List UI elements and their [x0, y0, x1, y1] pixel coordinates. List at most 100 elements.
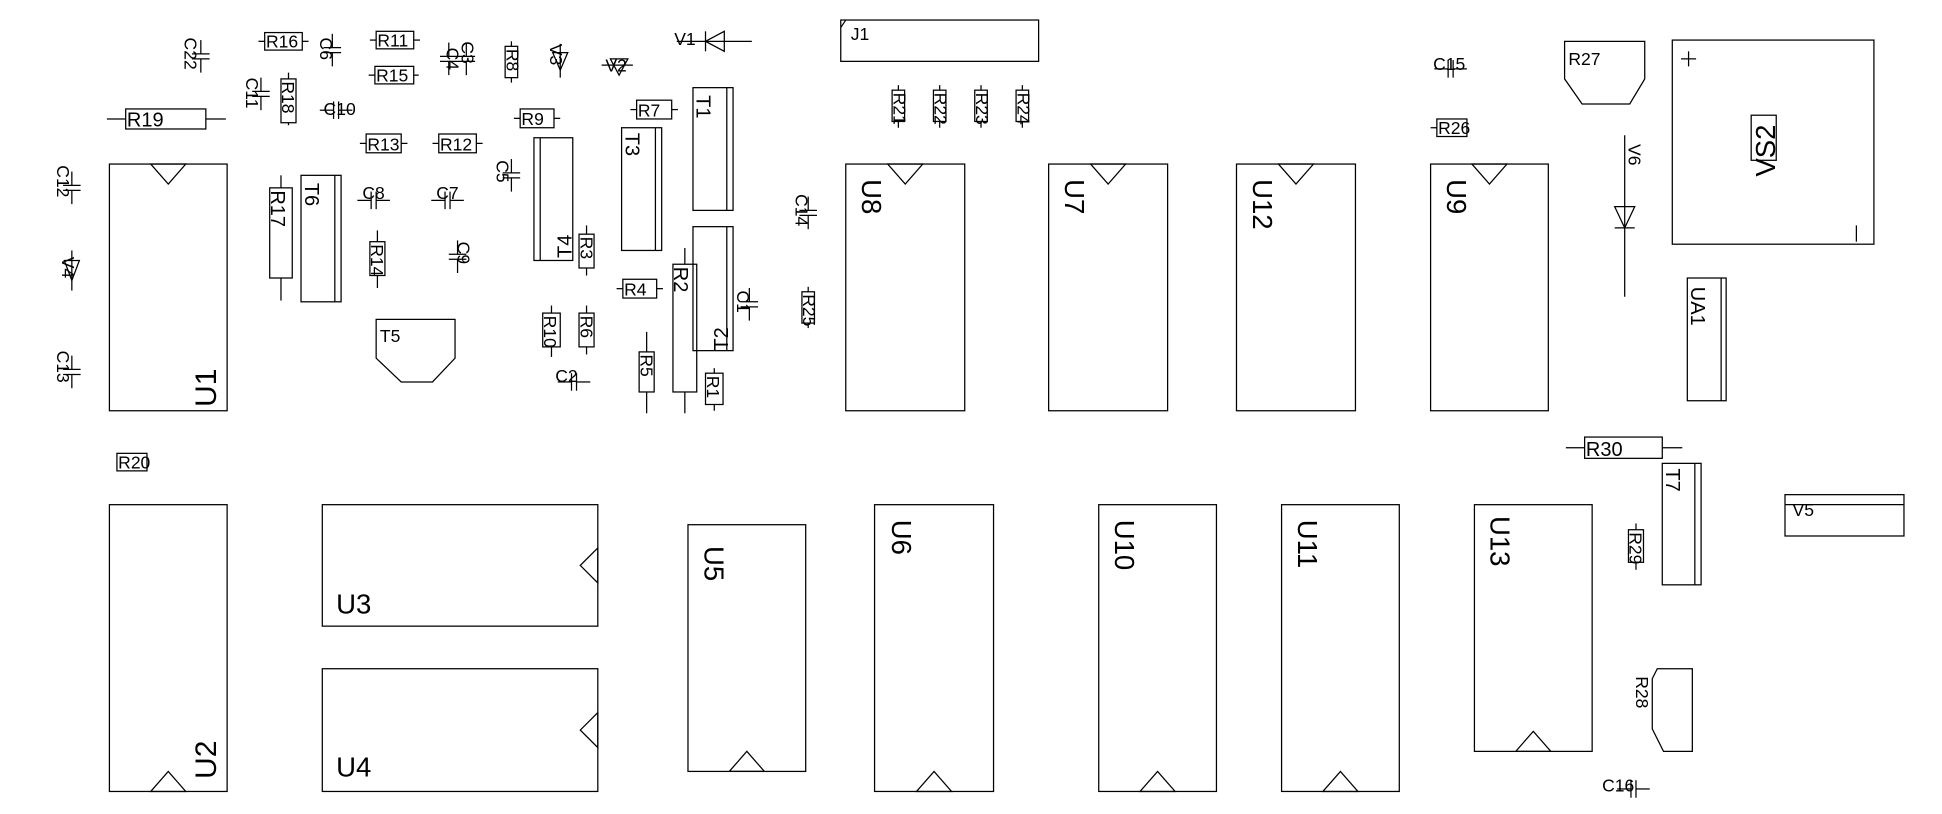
component-c7[interactable]: C7 — [431, 183, 464, 210]
component-j1[interactable]: J1 — [840, 19, 1040, 62]
component-u6[interactable]: U6 — [873, 504, 995, 793]
component-u10[interactable]: U10 — [1098, 504, 1218, 793]
component-v4[interactable]: V4 — [58, 250, 81, 291]
designator-label: R4 — [624, 280, 647, 300]
component-vs2[interactable]: VS2 — [1671, 39, 1875, 245]
component-u12[interactable]: U12 — [1235, 163, 1357, 412]
component-t2[interactable]: T2 — [692, 226, 734, 352]
designator-label: R6 — [576, 316, 596, 338]
designator-label: C14 — [792, 194, 812, 226]
component-r5[interactable]: R5 — [636, 331, 656, 414]
component-t6[interactable]: T6 — [300, 174, 342, 303]
component-v6[interactable]: V6 — [1613, 135, 1645, 297]
component-r15[interactable]: R15 — [368, 65, 419, 85]
component-v3[interactable]: V3 — [546, 44, 569, 78]
component-c2[interactable]: C2 — [555, 366, 591, 391]
designator-label: C10 — [324, 99, 356, 119]
component-c22[interactable]: C22 — [181, 38, 210, 73]
component-v2[interactable]: V2 — [601, 55, 633, 77]
designator-label: C4 — [442, 48, 462, 71]
component-r1[interactable]: R1 — [703, 368, 724, 411]
component-c13[interactable]: C13 — [53, 351, 81, 389]
component-v1[interactable]: V1 — [674, 29, 752, 53]
component-c16[interactable]: C16 — [1602, 775, 1650, 798]
component-r23[interactable]: R23 — [972, 85, 992, 128]
pin1-notch-icon — [1470, 163, 1509, 186]
component-r9[interactable]: R9 — [513, 108, 561, 129]
component-c8[interactable]: C8 — [357, 183, 390, 210]
component-r7[interactable]: R7 — [630, 99, 678, 120]
component-t1[interactable]: T1 — [692, 87, 734, 212]
component-c11[interactable]: C11 — [242, 78, 270, 111]
designator-label: T2 — [711, 327, 733, 350]
pin1-notch-icon — [1277, 163, 1315, 186]
component-t7[interactable]: T7 — [1661, 462, 1702, 586]
designator-label: T4 — [555, 235, 577, 258]
component-r17[interactable]: R17 — [266, 175, 293, 301]
designator-label: V5 — [1793, 500, 1814, 520]
component-r28[interactable]: R28 — [1632, 668, 1693, 753]
pin1-notch-icon — [579, 711, 599, 750]
component-r29[interactable]: R29 — [1626, 523, 1646, 570]
designator-label: U1 — [190, 369, 223, 407]
designator-label: T7 — [1661, 468, 1683, 491]
component-u7[interactable]: U7 — [1048, 163, 1169, 412]
component-t5[interactable]: T5 — [375, 318, 456, 383]
component-r6[interactable]: R6 — [576, 305, 596, 355]
component-r27[interactable]: R27 — [1563, 40, 1646, 105]
component-u8[interactable]: U8 — [845, 163, 966, 412]
component-c14[interactable]: C14 — [792, 194, 817, 230]
component-r26[interactable]: R26 — [1430, 118, 1471, 138]
component-r16[interactable]: R16 — [258, 32, 309, 52]
resistor-body — [1015, 89, 1030, 123]
component-v5[interactable]: V5 — [1784, 494, 1905, 537]
component-r4[interactable]: R4 — [616, 278, 663, 300]
designator-label: C5 — [492, 160, 512, 182]
component-r22[interactable]: R22 — [931, 85, 951, 128]
component-r21[interactable]: R21 — [889, 85, 909, 128]
component-c12[interactable]: C12 — [53, 165, 81, 205]
component-c10[interactable]: C10 — [319, 99, 356, 119]
component-r13[interactable]: R13 — [359, 133, 408, 154]
component-r24[interactable]: R24 — [1013, 85, 1033, 128]
component-r20[interactable]: R20 — [116, 452, 151, 472]
resistor-body — [280, 78, 297, 124]
component-r11[interactable]: R11 — [369, 30, 420, 50]
component-r3[interactable]: R3 — [576, 225, 596, 276]
component-r30[interactable]: R30 — [1565, 436, 1683, 461]
designator-label: U10 — [1109, 520, 1140, 571]
component-c6[interactable]: C6 — [316, 33, 342, 67]
designator-label: U4 — [336, 751, 371, 782]
component-u13[interactable]: U13 — [1473, 504, 1593, 753]
component-u5[interactable]: U5 — [687, 524, 807, 773]
component-u4[interactable]: U4 — [321, 668, 599, 793]
component-ua1[interactable]: UA1 — [1686, 277, 1727, 402]
component-c4[interactable]: C4 — [440, 42, 462, 76]
component-r2[interactable]: R2 — [669, 247, 698, 414]
component-t3[interactable]: T3 — [620, 127, 663, 252]
component-u3[interactable]: U3 — [321, 504, 599, 627]
component-u9[interactable]: U9 — [1429, 163, 1549, 412]
component-r10[interactable]: R10 — [540, 305, 561, 357]
component-t4[interactable]: T4 — [533, 137, 577, 262]
component-r8[interactable]: R8 — [502, 41, 522, 83]
transistor-body — [375, 318, 456, 383]
component-u1[interactable]: U1 — [108, 163, 228, 412]
component-r19[interactable]: R19 — [106, 108, 226, 132]
component-r12[interactable]: R12 — [432, 133, 483, 154]
component-r25[interactable]: R25 — [799, 286, 819, 329]
component-u2[interactable]: U2 — [108, 504, 228, 793]
designator-label: R10 — [540, 316, 560, 348]
resistor-body — [932, 89, 947, 123]
component-c15[interactable]: C15 — [1433, 54, 1467, 78]
component-c5[interactable]: C5 — [492, 159, 521, 192]
component-c9[interactable]: C9 — [448, 240, 474, 274]
resistor-body — [519, 108, 555, 129]
component-r14[interactable]: R14 — [367, 230, 387, 289]
component-c1[interactable]: C1 — [733, 288, 759, 321]
component-r18[interactable]: R18 — [278, 72, 298, 126]
diode-icon — [704, 30, 725, 53]
component-u11[interactable]: U11 — [1280, 504, 1400, 793]
component-c3[interactable]: C3 — [457, 41, 477, 76]
